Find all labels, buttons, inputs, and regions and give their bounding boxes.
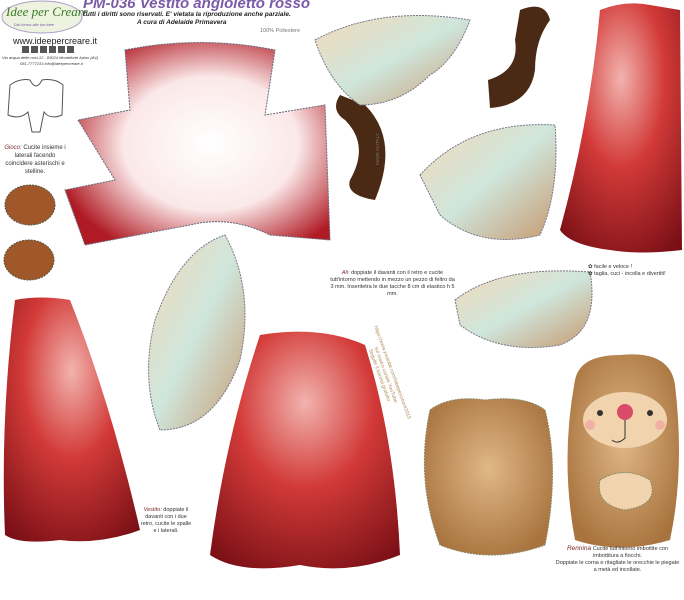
ali-text: doppiate il davanti con il retro e cucit…	[330, 270, 455, 297]
address: Via acqua delle noci,12 - 83024 Montefor…	[2, 55, 99, 60]
material-label: 100% Poliestere	[260, 28, 301, 34]
easy-line: taglia, cuci - incolla e divertiti!	[594, 271, 666, 277]
email-icon[interactable]	[67, 46, 74, 53]
made-in-label: MADE IN ITALY	[375, 133, 380, 165]
horn-piece	[488, 6, 550, 109]
website-link[interactable]: www.ideepercreare.it	[13, 36, 98, 46]
wing-piece	[454, 270, 593, 348]
instagram-icon[interactable]	[58, 46, 65, 53]
rights-notice: Tutti i diritti sono riservati. E' vieta…	[82, 11, 291, 18]
twitter-icon[interactable]	[31, 46, 38, 53]
wing-piece	[419, 124, 557, 240]
vest-outline-piece	[7, 79, 64, 133]
skirt-piece	[560, 3, 682, 253]
page-title: PM-036 Vestito angioletto rosso	[83, 0, 310, 12]
social-icons	[22, 46, 74, 53]
vestito-label: Vestito:	[143, 507, 162, 513]
gioco-text: Cucite insieme i laterali facendo coinci…	[5, 145, 66, 175]
body-piece-speckled	[64, 42, 331, 246]
rennina-head-piece	[567, 354, 679, 548]
skirt-piece	[210, 331, 400, 569]
ear-piece	[3, 239, 55, 281]
easy-note: ✿ facile e veloce ! ✿ taglia, cuci - inc…	[588, 264, 666, 277]
gioco-label: Gioco:	[4, 145, 22, 151]
rennina-text: Cucite tutt'intorno imbottite con imbott…	[592, 546, 669, 559]
easy-line: facile e veloce !	[594, 264, 633, 270]
rennina-text-2: Doppiate le corna e ritagliate le orecch…	[555, 560, 680, 573]
vestito-text: doppiate il davanti con i due retro, cuc…	[140, 507, 192, 534]
wing-piece	[148, 234, 246, 431]
contact: 081.7777233 info@ideepercreare.it	[20, 61, 83, 66]
facebook-icon[interactable]	[22, 46, 29, 53]
rennina-label: Rennina	[566, 545, 592, 552]
author: A cura di Adelaide Primavera	[137, 19, 227, 26]
pinterest-icon[interactable]	[49, 46, 56, 53]
ali-label: Ali:	[341, 270, 350, 276]
youtube-icon[interactable]	[40, 46, 47, 53]
logo	[1, 0, 83, 34]
logo-text: Idee per Creare	[6, 4, 89, 19]
horn-piece	[336, 95, 386, 200]
logo-tagline: Dai forma alle tue idee	[14, 22, 55, 27]
wing-piece	[314, 15, 471, 106]
rennina-body-piece	[423, 398, 553, 556]
skirt-piece	[3, 297, 140, 542]
ear-piece	[4, 184, 56, 226]
